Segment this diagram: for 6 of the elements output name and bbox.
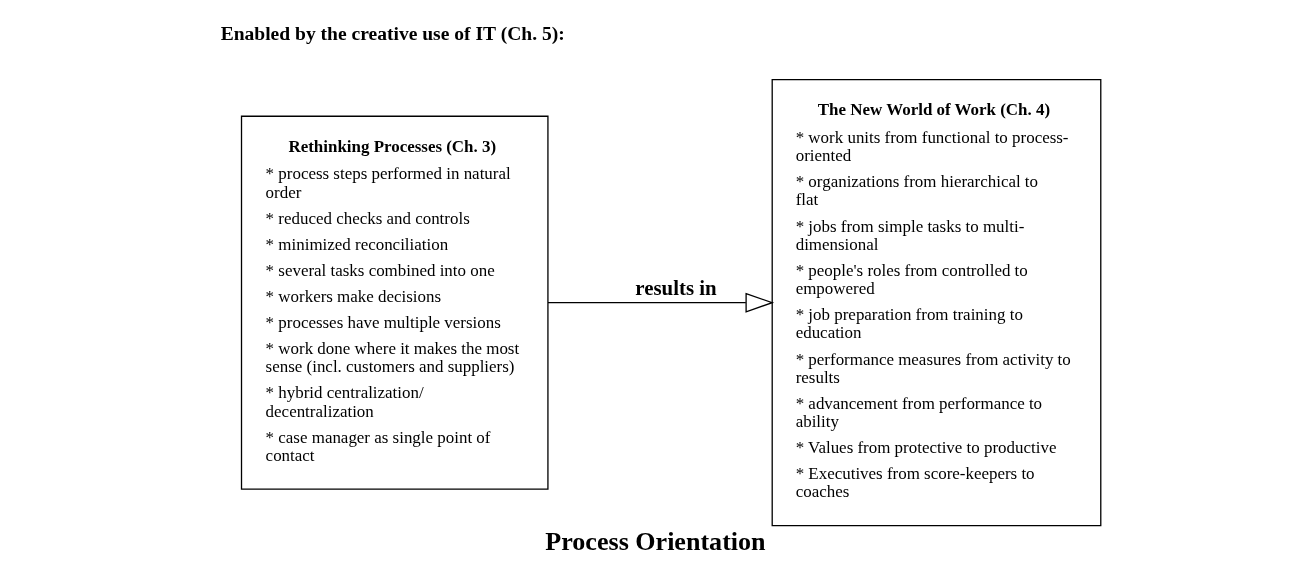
node-box: The New World of Work (Ch. 4) * work units from functional to process-oriented * organizations from hierarchical to flat * jobs from simple tasks to multi-dimensional * people's roles from controlled to empowered * job preparation from training to education * performance measures from activity to results * advancement from performance to ability * Values from protective to productive * Executives from score-keepers to coaches bbox=[771, 79, 1102, 527]
label: Enabled by the creative use of IT (Ch. 5): bbox=[220, 22, 565, 44]
edge-label: results in bbox=[635, 275, 717, 300]
caption: Process Orientation bbox=[545, 527, 766, 557]
arrow bbox=[547, 292, 775, 313]
node-box: Rethinking Processes (Ch. 3) * process steps performed in natural order * reduced checks and controls * minimized reconciliation * several tasks combined into one * workers make decisions * processes have multiple versions * work done where it makes the most sense (incl. customers and suppliers) * hybrid centralization/ decentralization * case manager as single point of contact bbox=[240, 115, 549, 490]
